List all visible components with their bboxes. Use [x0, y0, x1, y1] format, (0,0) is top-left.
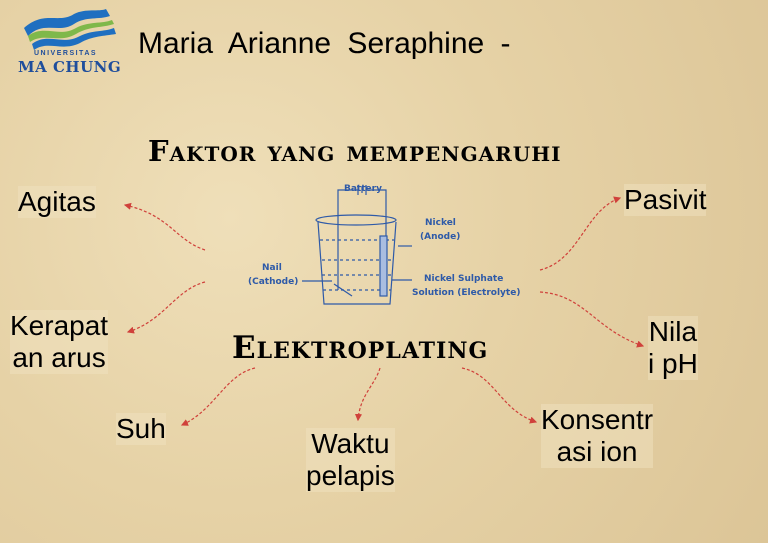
wave-logo-icon — [24, 9, 116, 50]
arrow-pasivit — [539, 196, 622, 271]
node-waktu-line1: Waktu — [311, 428, 390, 459]
node-konsentrasi-ion: Konsentr asi ion — [541, 404, 654, 468]
logo-text-top: UNIVERSITAS — [34, 50, 98, 57]
cathode-label-1: Nail — [262, 263, 282, 273]
electrolyte-label-1: Nickel Sulphate — [424, 274, 503, 284]
node-ph-line2: i pH — [648, 348, 698, 379]
electrolyte-label-2: Solution (Electrolyte) — [412, 288, 520, 298]
logo-text-bottom: MA CHUNG — [18, 58, 122, 76]
node-nilai-ph: Nila i pH — [648, 316, 698, 380]
electroplating-illustration: Battery Nickel (Anode) Nail (Cathode) Ni… — [248, 184, 520, 305]
node-agitas: Agitas — [18, 186, 96, 218]
node-pasivit: Pasivit — [624, 184, 707, 216]
arrow-konsentrasi — [461, 367, 538, 424]
battery-label: Battery — [344, 184, 382, 194]
node-konsentrasi-line2: asi ion — [556, 436, 638, 467]
arrow-suhu — [180, 367, 256, 426]
arrow-waktu — [354, 367, 381, 422]
university-logo: UNIVERSITAS MA CHUNG — [14, 6, 124, 76]
node-ph-line1: Nila — [648, 316, 698, 347]
node-konsentrasi-line1: Konsentr — [541, 404, 654, 435]
heading-bottom: Elektroplating — [232, 330, 489, 366]
anode-label-2: (Anode) — [420, 232, 460, 242]
arrow-agitas — [123, 202, 206, 251]
anode-label-1: Nickel — [425, 218, 456, 228]
heading-top: Faktor yang mempengaruhi — [148, 134, 562, 168]
cathode-label-2: (Cathode) — [248, 277, 298, 287]
node-kerapatan-line1: Kerapat — [10, 310, 109, 341]
node-kerapatan-line2: an arus — [12, 342, 106, 373]
slide-title: Maria Arianne Seraphine - 511510003 — [138, 27, 511, 76]
node-suhu: Suh — [116, 413, 166, 445]
arrow-kerapatan — [126, 281, 206, 334]
node-waktu-pelapis: Waktu pelapis — [306, 428, 395, 492]
node-waktu-line2: pelapis — [306, 460, 395, 491]
node-kerapatan-arus: Kerapat an arus — [10, 310, 109, 374]
arrow-ph — [539, 291, 645, 348]
